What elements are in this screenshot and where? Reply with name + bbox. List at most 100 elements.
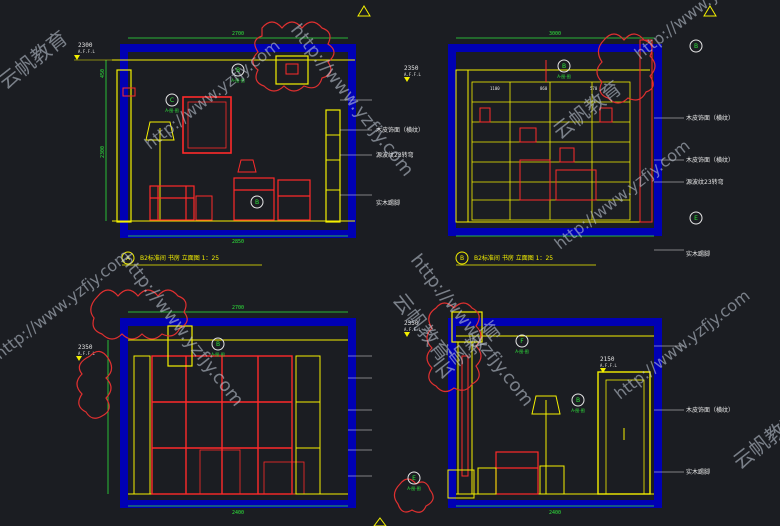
callout-tag-b: B <box>216 341 220 348</box>
level-value: 2350 <box>404 320 419 327</box>
dim-top: 2700 <box>232 305 244 311</box>
elevation-panel-b: 3000 1100 860 570 2350 A.F.F.L B A-图-图 B… <box>404 5 734 266</box>
room-interior <box>456 326 654 500</box>
callout-tag-e: E <box>412 475 416 482</box>
note-leaders <box>348 355 372 477</box>
callout-tag <box>689 39 703 53</box>
detail-box-bottom <box>447 469 475 499</box>
revision-cloud <box>90 289 188 340</box>
level-sub: A.F.F.L <box>78 351 95 356</box>
title-letter: A <box>126 255 131 262</box>
revision-cloud <box>252 21 335 92</box>
dim-row-0: 1100 <box>490 86 500 91</box>
left-column <box>133 355 151 495</box>
note-leaders <box>654 345 684 473</box>
armchair-left <box>149 185 195 221</box>
callout-tag <box>689 211 703 225</box>
revision-cloud <box>426 302 482 393</box>
dim-bottom: 2400 <box>232 510 244 516</box>
dim-row-2: 570 <box>590 86 598 91</box>
callout-tag-b-sub: A-图-图 <box>231 77 245 83</box>
callout-tag-f: F <box>520 338 524 345</box>
level-sub: A.F.F.L <box>404 327 421 332</box>
callout-tag <box>407 471 421 485</box>
callout-tag <box>515 334 529 348</box>
revision-triangle <box>703 5 717 17</box>
dim-left-1: 2300 <box>100 146 106 158</box>
note-leaders <box>654 117 684 251</box>
elevation-panel-c: 2700 2400 2350 A.F.F.L B A-图-图 <box>76 289 372 516</box>
note-3: 实木踢脚 <box>686 250 710 258</box>
column-inner <box>461 355 469 477</box>
callout-tag-b-floor: B <box>255 199 259 206</box>
room-interior <box>128 52 348 230</box>
watermark-cn: 云帆教育 <box>0 26 72 94</box>
level-marker <box>404 332 410 337</box>
note-0: 木皮饰面（横纹） <box>376 126 424 134</box>
note-2: 源波纹23转弯 <box>686 178 724 186</box>
level-marker <box>74 55 80 60</box>
callout-tag-b-sub: A-图-图 <box>557 73 571 79</box>
level-marker <box>404 77 410 82</box>
panel-title: B2标准间 书房 立面图 1：25 <box>140 254 219 262</box>
left-column <box>116 69 132 223</box>
note-1: 木皮饰面（横纹） <box>686 156 734 164</box>
level-sub: A.F.F.L <box>404 72 421 77</box>
callout-tag <box>571 393 585 407</box>
revision-triangle <box>357 5 371 17</box>
callout-tag-b: B <box>562 63 566 70</box>
note-0: 木皮饰面（横纹） <box>686 114 734 122</box>
callout-tag-b-sub: A-图-图 <box>571 407 585 413</box>
callout-tag-e: E <box>694 215 698 222</box>
callout-tag-b-sub: A-图-图 <box>211 351 225 357</box>
callout-tag-c: C <box>170 97 174 104</box>
level-marker-door <box>600 368 606 373</box>
note-1: 实木踢脚 <box>686 468 710 476</box>
watermark-url: http://www.yzfjy.com <box>0 246 133 363</box>
level-sub: A.F.F.L <box>78 49 95 54</box>
floor-lamp-shade <box>531 395 561 415</box>
dim-left-0: 450 <box>100 69 106 78</box>
revision-triangle <box>373 517 387 526</box>
callout-tag-b-right: B <box>694 43 698 50</box>
painting-inner <box>187 101 227 149</box>
column-detail <box>122 87 136 97</box>
callout-tag <box>165 93 179 107</box>
side-cabinet <box>477 465 565 495</box>
callout-tag-f-sub: A-图-图 <box>515 348 529 354</box>
left-column <box>455 69 469 223</box>
level-value: 2300 <box>78 42 93 49</box>
note-2: 实木踢脚 <box>376 199 400 207</box>
detail-box <box>167 325 193 367</box>
callout-tag-b: B <box>236 67 240 74</box>
level2-value: 2150 <box>600 356 615 363</box>
level-value: 2350 <box>78 344 93 351</box>
level-value: 2350 <box>404 65 419 72</box>
desk <box>233 177 275 221</box>
level2-sub: A.F.F.L <box>600 363 617 368</box>
wall-painting <box>182 96 232 154</box>
floor-lamp-shade <box>145 121 175 141</box>
right-cabinet <box>295 355 321 495</box>
left-column <box>457 341 473 495</box>
detail-box <box>275 55 309 85</box>
furniture-behind <box>199 449 305 495</box>
right-shelf <box>325 109 341 223</box>
revision-cloud-side <box>76 350 113 419</box>
callout-tag <box>250 195 264 209</box>
callout-tag-c-sub: A-图-图 <box>165 107 179 113</box>
note-0: 木皮饰面（横纹） <box>686 406 734 414</box>
room-interior <box>128 326 348 500</box>
callout-tag-e-sub: A-图-图 <box>407 485 421 491</box>
dim-bottom: 2400 <box>549 510 561 516</box>
title-bubble <box>121 251 135 265</box>
elevation-panel-d: 2400 2350 A.F.F.L 2150 A.F.F.L F A-图-图 B… <box>373 302 734 526</box>
note-leaders <box>340 99 372 196</box>
watermark-url: http://www.yzfjy.com <box>631 0 774 63</box>
armchair-right <box>277 179 311 221</box>
callout-tag <box>231 63 245 77</box>
callout-tag-b: B <box>576 397 580 404</box>
room-interior <box>456 52 654 228</box>
watermark-cn: 云帆教育 <box>728 406 780 474</box>
